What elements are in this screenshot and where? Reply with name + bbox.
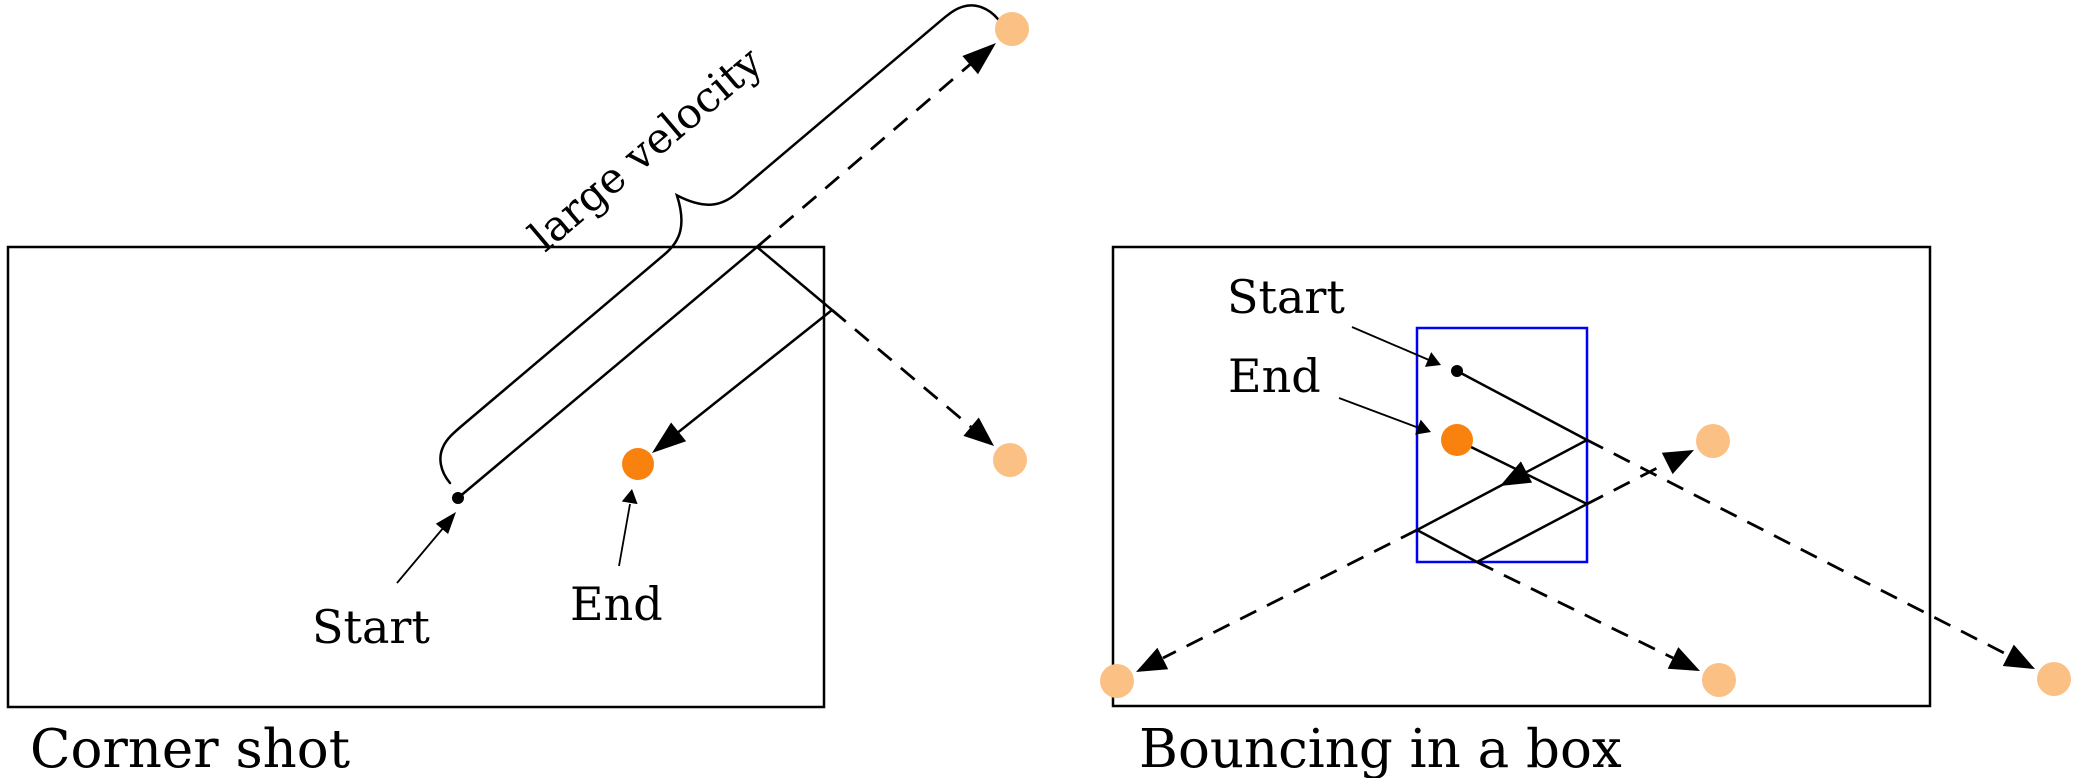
trajectory-segment-2 xyxy=(756,246,833,311)
ghost-path-two-bounce xyxy=(1476,560,1674,660)
ghost-dot xyxy=(995,12,1029,46)
ghost-arrowhead-icon xyxy=(963,417,994,446)
end-dot xyxy=(1441,424,1473,456)
trajectory-segment-5 xyxy=(1470,445,1588,506)
trajectory-segment-3 xyxy=(1416,528,1478,564)
outer-box xyxy=(6,245,826,709)
ghost-path-one-bounce xyxy=(1162,528,1418,660)
panel-caption: Bouncing in a box xyxy=(1139,719,1622,778)
ghost-dot xyxy=(1702,663,1736,697)
start-pointer-arrowhead-icon xyxy=(435,512,456,534)
ghost-arrowhead-icon xyxy=(1136,647,1169,672)
start-dot xyxy=(1451,365,1463,377)
ghost-path-no-bounce xyxy=(756,60,974,249)
ghost-path-three-bounce xyxy=(1586,461,1668,506)
end-label: End xyxy=(1228,349,1321,403)
panel-caption: Corner shot xyxy=(30,719,350,778)
trajectory-segment-1 xyxy=(1456,369,1588,442)
end-pointer-line xyxy=(618,503,631,567)
trajectory-segment-4 xyxy=(1476,502,1588,564)
ghost-arrowhead-icon xyxy=(962,43,996,75)
corner-shot-panel: large velocity Start End Corner shot xyxy=(6,4,1029,778)
bouncing-in-a-box-panel: Start End Bouncing in a box xyxy=(1100,245,2071,778)
trajectory-arrowhead-icon xyxy=(652,422,687,453)
ghost-dot xyxy=(1100,664,1134,698)
start-pointer-line xyxy=(396,526,445,584)
ghost-path-no-bounce xyxy=(1586,438,2009,657)
end-pointer-arrowhead-icon xyxy=(1415,419,1431,435)
end-dot xyxy=(622,448,654,480)
start-pointer-arrowhead-icon xyxy=(1425,352,1441,367)
large-velocity-label: large velocity xyxy=(520,37,772,261)
ghost-arrowhead-icon xyxy=(1667,647,1700,671)
trajectory-arrowhead-icon xyxy=(1500,461,1533,486)
end-label: End xyxy=(570,577,663,631)
start-pointer-line xyxy=(1351,326,1430,361)
trajectory-segment-1 xyxy=(457,246,758,499)
ghost-dot xyxy=(1696,424,1730,458)
start-dot xyxy=(452,492,464,504)
end-pointer-arrowhead-icon xyxy=(621,489,638,505)
large-velocity-brace xyxy=(439,4,1000,485)
trajectory-segment-3 xyxy=(675,309,833,435)
ghost-arrowhead-icon xyxy=(2002,644,2035,669)
end-pointer-line xyxy=(1338,397,1420,429)
start-label: Start xyxy=(1227,270,1345,324)
ghost-dot xyxy=(993,443,1027,477)
inner-blue-box xyxy=(1415,326,1589,564)
ghost-arrowhead-icon xyxy=(1661,450,1694,475)
ghost-dot xyxy=(2037,662,2071,696)
ghost-path-one-bounce xyxy=(831,308,972,429)
start-label: Start xyxy=(312,600,430,654)
outer-box xyxy=(1111,245,1932,708)
